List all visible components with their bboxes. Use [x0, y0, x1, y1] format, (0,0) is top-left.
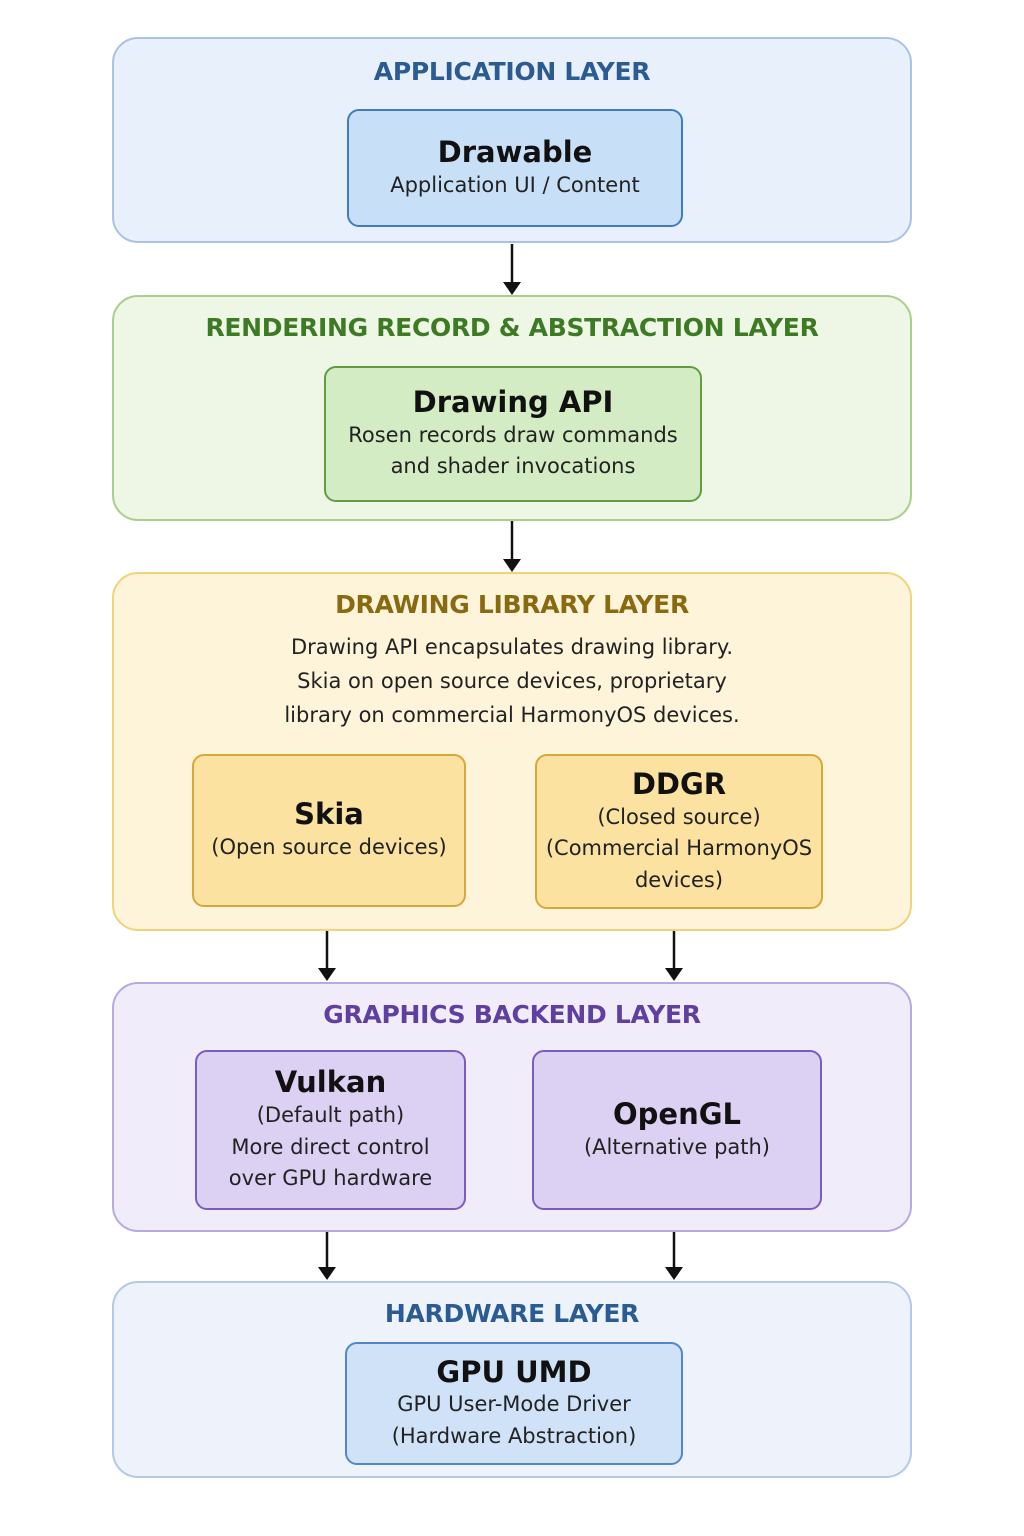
- vulkan-title: Vulkan: [274, 1065, 387, 1100]
- gpu-umd-line1: GPU User-Mode Driver: [397, 1392, 631, 1417]
- application-layer-title: APPLICATION LAYER: [373, 57, 651, 86]
- rendering-layer: RENDERING RECORD & ABSTRACTION LAYER Dra…: [112, 295, 912, 521]
- arrow-ddgr-to-backend: [665, 931, 683, 981]
- hardware-layer: HARDWARE LAYER GPU UMD GPU User-Mode Dri…: [112, 1281, 912, 1478]
- arrow-app-to-render: [503, 244, 521, 295]
- arrow-vulkan-to-hardware: [318, 1232, 336, 1280]
- opengl-subtitle: (Alternative path): [583, 1134, 771, 1159]
- vulkan-line1: (Default path): [256, 1103, 405, 1128]
- drawing-api-box: Drawing API Rosen records draw commands …: [324, 366, 702, 502]
- vulkan-line3: over GPU hardware: [228, 1166, 433, 1191]
- vulkan-box: Vulkan (Default path) More direct contro…: [195, 1050, 466, 1210]
- skia-box: Skia (Open source devices): [192, 754, 466, 907]
- arrow-render-to-library: [503, 521, 521, 572]
- drawing-library-description: Drawing API encapsulates drawing library…: [114, 630, 910, 732]
- arrow-skia-to-backend: [318, 931, 336, 981]
- application-layer: APPLICATION LAYER Drawable Application U…: [112, 37, 912, 243]
- description-line3: library on commercial HarmonyOS devices.: [284, 703, 740, 727]
- description-line2: Skia on open source devices, proprietary: [297, 669, 727, 693]
- graphics-backend-layer: GRAPHICS BACKEND LAYER Vulkan (Default p…: [112, 982, 912, 1232]
- vulkan-line2: More direct control: [231, 1134, 430, 1159]
- drawing-api-title: Drawing API: [412, 385, 614, 420]
- drawing-library-layer: DRAWING LIBRARY LAYER Drawing API encaps…: [112, 572, 912, 931]
- hardware-layer-title: HARDWARE LAYER: [384, 1299, 640, 1328]
- ddgr-line2: (Commercial HarmonyOS: [545, 836, 813, 861]
- drawable-subtitle: Application UI / Content: [390, 172, 640, 197]
- ddgr-line3: devices): [634, 867, 724, 892]
- drawing-library-layer-title: DRAWING LIBRARY LAYER: [335, 590, 689, 619]
- rendering-layer-title: RENDERING RECORD & ABSTRACTION LAYER: [205, 313, 819, 342]
- drawable-box: Drawable Application UI / Content: [347, 109, 683, 227]
- ddgr-line1: (Closed source): [597, 804, 761, 829]
- gpu-umd-box: GPU UMD GPU User-Mode Driver (Hardware A…: [345, 1342, 683, 1465]
- opengl-title: OpenGL: [612, 1096, 741, 1131]
- gpu-umd-line2: (Hardware Abstraction): [391, 1423, 637, 1448]
- description-line1: Drawing API encapsulates drawing library…: [291, 635, 733, 659]
- gpu-umd-title: GPU UMD: [436, 1354, 592, 1389]
- arrow-opengl-to-hardware: [665, 1232, 683, 1280]
- skia-subtitle: (Open source devices): [211, 835, 447, 860]
- skia-title: Skia: [294, 797, 364, 832]
- ddgr-title: DDGR: [631, 766, 727, 801]
- ddgr-box: DDGR (Closed source) (Commercial Harmony…: [535, 754, 823, 909]
- drawing-api-line1: Rosen records draw commands: [348, 422, 678, 447]
- graphics-backend-layer-title: GRAPHICS BACKEND LAYER: [323, 1000, 701, 1029]
- opengl-box: OpenGL (Alternative path): [532, 1050, 822, 1210]
- drawing-api-line2: and shader invocations: [390, 454, 636, 479]
- drawable-title: Drawable: [437, 134, 593, 169]
